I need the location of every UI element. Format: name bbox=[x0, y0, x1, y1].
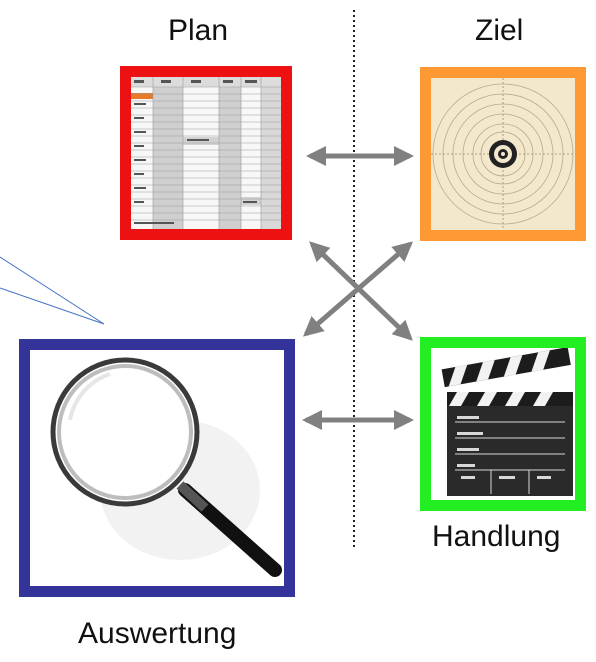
callout-line-upper bbox=[0, 256, 105, 325]
evaluation-tile bbox=[19, 339, 295, 597]
action-label: Handlung bbox=[432, 520, 561, 553]
target-icon bbox=[431, 78, 575, 230]
callout-line-lower bbox=[0, 287, 105, 325]
goal-label: Ziel bbox=[475, 14, 524, 47]
goal-tile bbox=[420, 67, 586, 241]
plan-label: Plan bbox=[168, 14, 229, 47]
calendar-icon bbox=[131, 77, 281, 229]
action-tile bbox=[420, 337, 586, 511]
arrow-goal-evaluation bbox=[302, 241, 414, 337]
plan-tile bbox=[120, 66, 292, 240]
clapperboard-icon bbox=[431, 348, 575, 500]
magnifying-glass-icon bbox=[30, 350, 284, 586]
evaluation-label: Auswertung bbox=[78, 617, 237, 650]
